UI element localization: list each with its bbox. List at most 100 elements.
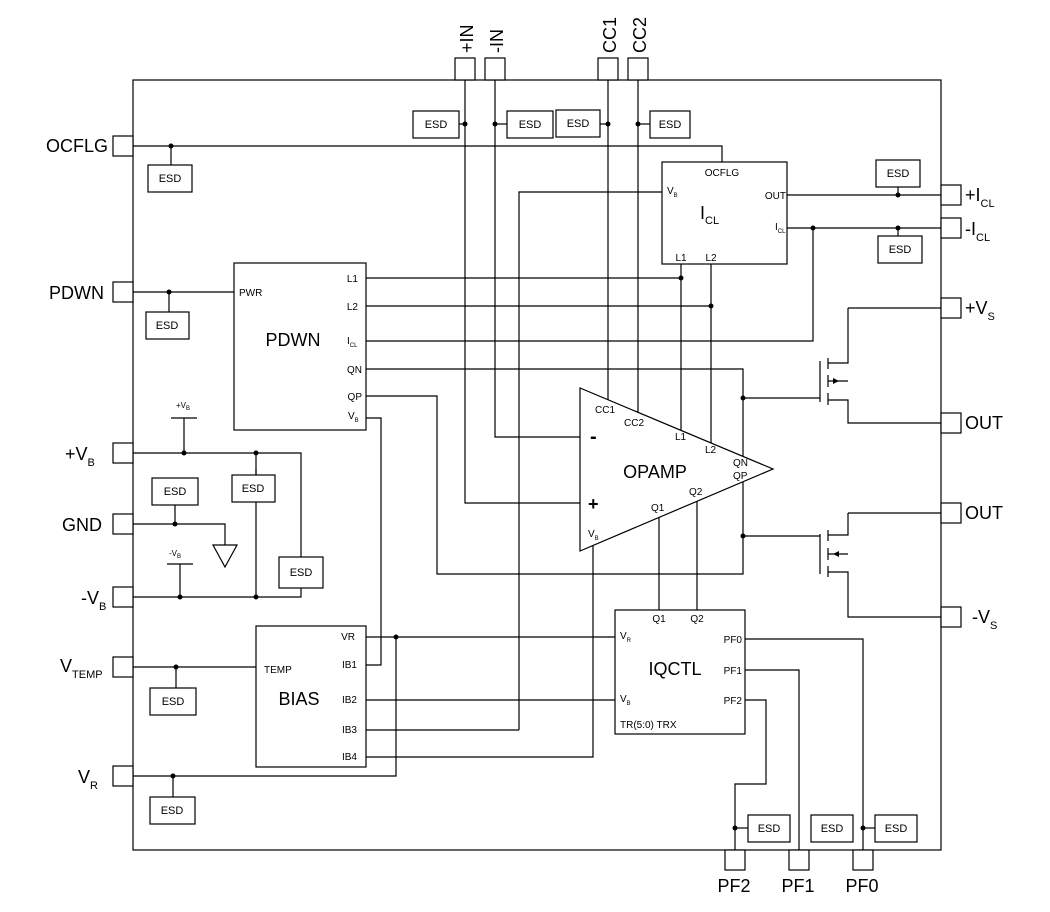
pin-label-icl-pos: +ICL xyxy=(965,185,995,210)
pin-label-in-neg: -IN xyxy=(487,29,507,53)
opamp-block-title: OPAMP xyxy=(623,462,687,482)
esd-icl-neg: ESD xyxy=(877,235,923,264)
bias-block: TEMP VR IB1 IB2 IB3 IB4 BIAS xyxy=(255,625,367,768)
pin-label-cc2: CC2 xyxy=(630,17,650,53)
opamp-q1-port: Q1 xyxy=(651,503,665,514)
esd-cells: ESD ESD ESD ESD ESD ESD ESD ESD ESD ESD … xyxy=(145,109,923,843)
opamp-cc1-port: CC1 xyxy=(595,405,615,416)
esd-cc2: ESD xyxy=(649,110,691,139)
svg-text:ESD: ESD xyxy=(156,320,179,332)
opamp-l1-port: L1 xyxy=(675,432,687,443)
iqctl-q1-port: Q1 xyxy=(652,614,666,625)
pdwn-vb-port: VB xyxy=(348,411,359,424)
svg-text:ESD: ESD xyxy=(159,173,182,185)
icl-block-title: ICL xyxy=(700,203,719,227)
iqctl-block: Q1 Q2 VR VB PF0 PF1 PF2 TR(5:0) TRX IQCT… xyxy=(614,609,746,735)
iqctl-trim-port: TR(5:0) TRX xyxy=(620,720,677,731)
esd-pf2: ESD xyxy=(747,814,791,843)
bias-ib1-port: IB1 xyxy=(342,660,357,671)
iqctl-block-title: IQCTL xyxy=(648,659,701,679)
pin-label-pf1: PF1 xyxy=(781,876,814,896)
iqctl-pf1-port: PF1 xyxy=(724,666,743,677)
pin-label-pf0: PF0 xyxy=(845,876,878,896)
junction-dots xyxy=(166,121,901,831)
pin-label-in-pos: +IN xyxy=(457,24,477,53)
pdwn-icl-port: ICL xyxy=(347,336,358,349)
esd-vb-neg: ESD xyxy=(278,556,324,589)
pin-label-vb-neg: -VB xyxy=(81,588,106,613)
pdwn-l2-port: L2 xyxy=(347,302,359,313)
pin-label-pf2: PF2 xyxy=(717,876,750,896)
svg-text:ESD: ESD xyxy=(821,823,844,835)
esd-ocflg: ESD xyxy=(147,164,193,193)
esd-vb-rail: ESD xyxy=(231,474,276,503)
wires xyxy=(131,79,942,851)
esd-gnd: ESD xyxy=(151,477,199,506)
bias-temp-port: TEMP xyxy=(264,665,292,676)
pdwn-pwr-port: PWR xyxy=(239,288,262,299)
pin-label-pdwn: PDWN xyxy=(49,283,104,303)
icl-icl-port: ICL xyxy=(775,222,786,235)
svg-text:ESD: ESD xyxy=(519,119,542,131)
esd-pf1: ESD xyxy=(810,814,854,843)
opamp-inverting-input: - xyxy=(590,426,597,448)
opamp-l2-port: L2 xyxy=(705,445,717,456)
ground-icon xyxy=(211,544,239,569)
iqctl-pf0-port: PF0 xyxy=(724,635,743,646)
pin-label-vb-pos: +VB xyxy=(65,444,95,469)
svg-text:ESD: ESD xyxy=(161,805,184,817)
svg-text:ESD: ESD xyxy=(885,823,908,835)
icl-l2-port: L2 xyxy=(705,253,717,264)
esd-vtemp: ESD xyxy=(149,687,197,716)
esd-in-neg: ESD xyxy=(506,110,554,139)
opamp-block: CC1 CC2 - + L1 L2 QN QP Q1 Q2 VB OPAMP xyxy=(579,387,775,552)
svg-text:ESD: ESD xyxy=(425,119,448,131)
pdwn-l1-port: L1 xyxy=(347,274,359,285)
svg-text:ESD: ESD xyxy=(758,823,781,835)
opamp-qp-port: QP xyxy=(733,471,748,482)
svg-text:ESD: ESD xyxy=(887,168,910,180)
output-nmos-transistor xyxy=(819,530,839,577)
esd-pf0: ESD xyxy=(874,814,918,843)
bias-ib3-port: IB3 xyxy=(342,725,357,736)
opamp-qn-port: QN xyxy=(733,458,748,469)
opamp-vb-port: VB xyxy=(588,529,599,542)
pin-label-ocflg: OCFLG xyxy=(46,136,108,156)
pdwn-block: PWR L1 L2 ICL QN QP VB PDWN xyxy=(233,262,367,431)
bias-ib4-port: IB4 xyxy=(342,752,357,763)
icl-out-port: OUT xyxy=(765,191,786,202)
pin-label-icl-neg: -ICL xyxy=(965,219,990,244)
iqctl-vr-port: VR xyxy=(620,631,632,644)
svg-text:ESD: ESD xyxy=(164,486,187,498)
esd-vr: ESD xyxy=(149,796,196,825)
svg-text:ESD: ESD xyxy=(290,567,313,579)
pin-label-vtemp: VTEMP xyxy=(60,656,103,681)
icl-l1-port: L1 xyxy=(675,253,687,264)
vb-neg-supply-label: -VB xyxy=(169,549,181,560)
pin-stubs xyxy=(112,57,962,871)
vb-pos-supply-label: +VB xyxy=(176,401,190,412)
iqctl-pf2-port: PF2 xyxy=(724,696,743,707)
icl-vb-port: VB xyxy=(667,186,678,199)
iqctl-q2-port: Q2 xyxy=(690,614,704,625)
opamp-q2-port: Q2 xyxy=(689,487,703,498)
pin-label-out-2: OUT xyxy=(965,503,1003,523)
icl-block: OCFLG VB OUT ICL L1 L2 ICL xyxy=(661,161,788,265)
pdwn-block-title: PDWN xyxy=(266,330,321,350)
esd-cc1: ESD xyxy=(555,109,601,138)
iqctl-vb-port: VB xyxy=(620,694,631,707)
output-pmos-transistor xyxy=(819,358,839,405)
pin-label-vs-pos: +VS xyxy=(965,298,995,323)
pin-label-vs-neg: -VS xyxy=(972,607,997,632)
opamp-noninverting-input: + xyxy=(588,494,599,514)
pin-label-out-1: OUT xyxy=(965,413,1003,433)
esd-pdwn: ESD xyxy=(145,311,190,340)
esd-in-pos: ESD xyxy=(412,110,460,139)
svg-text:ESD: ESD xyxy=(889,244,912,256)
bias-ib2-port: IB2 xyxy=(342,695,357,706)
svg-text:ESD: ESD xyxy=(567,118,590,130)
svg-text:ESD: ESD xyxy=(242,483,265,495)
pdwn-qp-port: QP xyxy=(348,392,363,403)
pin-label-cc1: CC1 xyxy=(600,17,620,53)
